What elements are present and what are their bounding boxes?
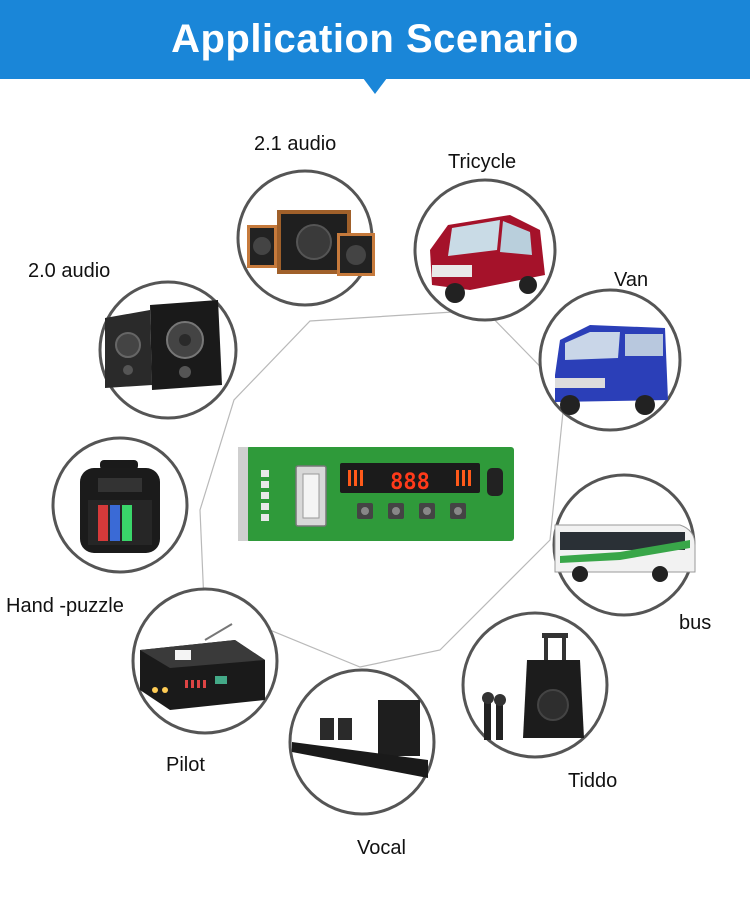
soundbar-icon (292, 700, 428, 778)
label-2-1-audio: 2.1 audio (254, 133, 337, 155)
label-van: Van (614, 269, 649, 291)
circle-pilot (131, 587, 279, 735)
circle-2-0-audio (98, 280, 238, 420)
tricycle-icon (430, 215, 545, 303)
circle-tricycle (413, 178, 557, 322)
header-banner (0, 0, 750, 79)
connector-ring (199, 309, 566, 668)
van-icon (555, 325, 668, 415)
circle-vocal (288, 668, 436, 816)
label-vocal: Vocal (357, 837, 406, 859)
page-title: Application Scenario (171, 17, 579, 61)
circle-bus (552, 473, 696, 617)
amplifier-icon (140, 623, 265, 710)
label-tiddo: Tiddo (568, 770, 618, 792)
label-tricycle: Tricycle (448, 151, 517, 173)
circle-van (538, 288, 682, 432)
label-2-0-audio: 2.0 audio (28, 260, 111, 282)
circle-hand-puzzle (51, 436, 189, 574)
header-notch (363, 78, 387, 94)
label-pilot: Pilot (166, 754, 205, 776)
bus-icon (554, 524, 696, 582)
pcb-display-digits: 888 (390, 470, 430, 495)
circle-2-1-audio (236, 169, 375, 307)
portable-speaker-icon (80, 460, 160, 553)
circle-tiddo (461, 611, 609, 759)
label-hand-puzzle: Hand -puzzle (6, 595, 124, 617)
trolley-speaker-icon (482, 633, 584, 740)
bookshelf-speakers-icon (105, 300, 222, 390)
subwoofer-speakers-icon (247, 210, 375, 276)
pcb-module-image: 888 (238, 447, 514, 541)
label-bus: bus (679, 612, 712, 634)
